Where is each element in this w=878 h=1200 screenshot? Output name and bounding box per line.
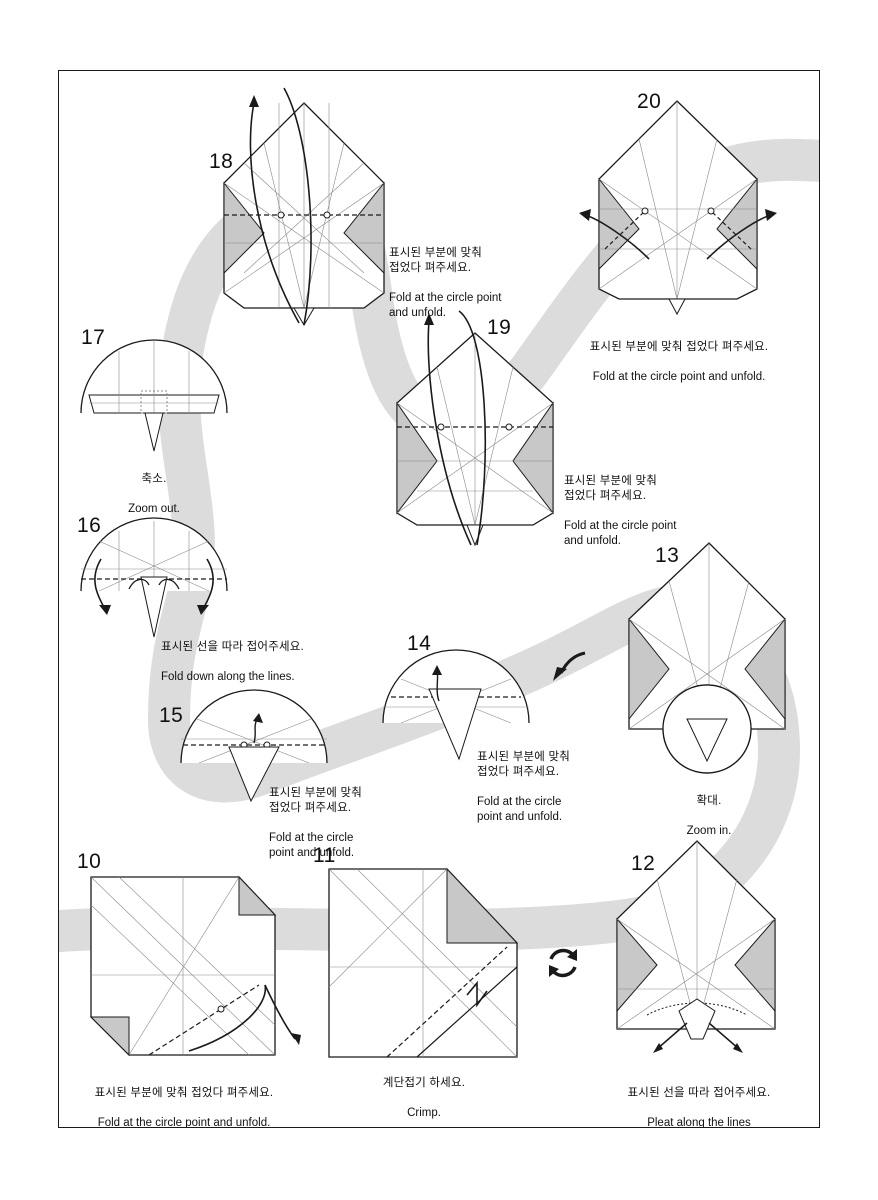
- diagram-sheet: 18 표시된 부분에 맞춰 접었다 펴주세요. Fold at the circ…: [58, 70, 820, 1128]
- step-14: [381, 633, 531, 763]
- step-19-caption-ko: 표시된 부분에 맞춰 접었다 펴주세요.: [564, 475, 658, 502]
- step-12-caption-en: Pleat along the lines: [647, 1117, 751, 1128]
- step-14-caption-ko: 표시된 부분에 맞춰 접었다 펴주세요.: [477, 751, 571, 778]
- step-13-caption: 확대. Zoom in.: [639, 779, 779, 854]
- step-14-caption-en: Fold at the circle point and unfold.: [477, 796, 563, 823]
- step-17-caption-en: Zoom out.: [128, 503, 180, 515]
- step-11-caption: 계단접기 하세요. Crimp.: [349, 1061, 499, 1127]
- step-11: [327, 867, 527, 1067]
- step-20-caption: 표시된 부분에 맞춰 접었다 펴주세요. Fold at the circle …: [559, 325, 799, 400]
- step-13-caption-ko: 확대.: [696, 795, 722, 807]
- step-10-caption-en: Fold at the circle point and unfold.: [97, 1117, 271, 1128]
- step-15-caption-en: Fold at the circle point and unfold.: [269, 832, 355, 859]
- step-16-caption-ko: 표시된 선을 따라 접어주세요.: [161, 641, 304, 653]
- step-10-caption-ko: 표시된 부분에 맞춰 접었다 펴주세요.: [94, 1087, 274, 1099]
- step-16-caption-en: Fold down along the lines.: [161, 671, 295, 683]
- step-19: [396, 310, 557, 551]
- step-10-caption: 표시된 부분에 맞춰 접었다 펴주세요. Fold at the circle …: [59, 1071, 309, 1128]
- step-13: [628, 541, 789, 781]
- rotate-icon: [549, 948, 577, 978]
- step-20: [579, 99, 777, 319]
- step-16-number: 16: [77, 514, 102, 537]
- step-17-caption: 축소. Zoom out.: [94, 457, 214, 532]
- step-15: [179, 683, 329, 813]
- step-14-number: 14: [407, 632, 432, 655]
- step-20-caption-ko: 표시된 부분에 맞춰 접었다 펴주세요.: [589, 341, 769, 353]
- step-12-caption-ko: 표시된 선을 따라 접어주세요.: [627, 1087, 771, 1099]
- step-12: [616, 839, 777, 1059]
- step-18-caption-en: Fold at the circle point and unfold.: [389, 292, 502, 319]
- step-20-caption-en: Fold at the circle point and unfold.: [592, 371, 766, 383]
- step-18-number: 18: [209, 150, 234, 173]
- step-20-number: 20: [637, 90, 662, 113]
- step-17-caption-ko: 축소.: [141, 473, 167, 485]
- step-10: [89, 875, 309, 1075]
- step-13-number: 13: [655, 544, 680, 567]
- step-11-caption-en: Crimp.: [407, 1107, 441, 1119]
- step-18-caption-ko: 표시된 부분에 맞춰 접었다 펴주세요.: [389, 247, 483, 274]
- step-16: [79, 517, 229, 649]
- step-19-caption-en: Fold at the circle point and unfold.: [564, 520, 677, 547]
- step-19-number: 19: [487, 316, 512, 339]
- step-13-caption-en: Zoom in.: [686, 825, 732, 837]
- step-11-caption-ko: 계단접기 하세요.: [382, 1077, 466, 1089]
- step-14-caption: 표시된 부분에 맞춰 접었다 펴주세요. Fold at the circle …: [477, 735, 570, 840]
- step-15-caption: 표시된 부분에 맞춰 접었다 펴주세요. Fold at the circle …: [269, 771, 362, 876]
- step-16-caption: 표시된 선을 따라 접어주세요. Fold down along the lin…: [161, 625, 304, 700]
- step-18-caption: 표시된 부분에 맞춰 접었다 펴주세요. Fold at the circle …: [389, 231, 502, 336]
- step-15-number: 15: [159, 704, 184, 727]
- step-12-number: 12: [631, 852, 656, 875]
- step-10-number: 10: [77, 850, 102, 873]
- step-15-caption-ko: 표시된 부분에 맞춰 접었다 펴주세요.: [269, 787, 363, 814]
- step-19-caption: 표시된 부분에 맞춰 접었다 펴주세요. Fold at the circle …: [564, 459, 677, 564]
- step-17: [79, 333, 229, 463]
- step-18: [223, 87, 385, 333]
- step-12-caption: 표시된 선을 따라 접어주세요. Pleat along the lines: [599, 1071, 799, 1128]
- step-11-number: 11: [313, 844, 336, 867]
- zoom-arrow-icon: [553, 651, 586, 681]
- step-17-number: 17: [81, 326, 106, 349]
